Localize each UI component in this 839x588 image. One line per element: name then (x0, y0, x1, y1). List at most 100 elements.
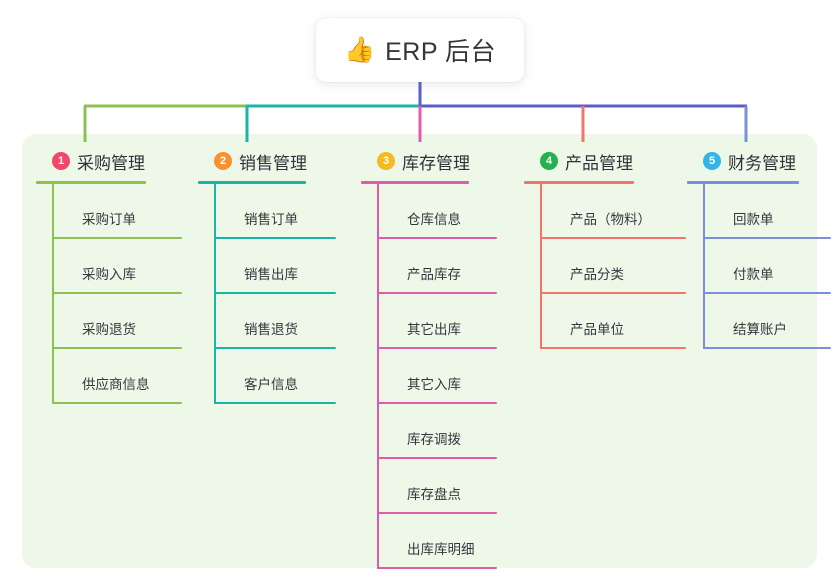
branch-item-underline (52, 292, 182, 294)
branch-item-list: 仓库信息产品库存其它出库其它入库库存调拨库存盘点出库库明细 (377, 184, 497, 569)
branch-item[interactable]: 其它入库 (377, 349, 497, 404)
branch-header-underline (524, 181, 634, 184)
branch-item-underline (52, 237, 182, 239)
branch-item-label: 销售出库 (244, 267, 298, 282)
branch-item[interactable]: 销售订单 (214, 184, 336, 239)
branch-item[interactable]: 付款单 (703, 239, 831, 294)
branch-item-list: 采购订单采购入库采购退货供应商信息 (52, 184, 182, 404)
branch-item-underline (377, 402, 497, 404)
branch-spine (377, 184, 379, 569)
branch-item-label: 回款单 (733, 212, 774, 227)
branch-header-label: 采购管理 (77, 153, 145, 173)
branch-column-5: 5 财务管理回款单付款单结算账户 (687, 144, 831, 349)
branch-column-1: 1 采购管理采购订单采购入库采购退货供应商信息 (36, 144, 182, 404)
branch-header-label: 财务管理 (728, 153, 796, 173)
root-node-label: ERP 后台 (385, 38, 497, 66)
branch-item[interactable]: 客户信息 (214, 349, 336, 404)
branch-item-underline (377, 347, 497, 349)
thumbs-up-icon: 👍 (343, 35, 376, 64)
branch-item-label: 销售订单 (244, 212, 298, 227)
branch-item-underline (214, 402, 336, 404)
branch-item[interactable]: 出库库明细 (377, 514, 497, 569)
branch-item[interactable]: 产品（物料） (540, 184, 686, 239)
branch-item-underline (703, 292, 831, 294)
branch-header-underline (36, 181, 146, 184)
branch-item-label: 产品分类 (570, 267, 624, 282)
branch-header-3[interactable]: 3 库存管理 (361, 144, 470, 178)
branch-column-4: 4 产品管理产品（物料） 产品分类产品单位 (524, 144, 686, 349)
branch-header-label: 产品管理 (565, 153, 633, 173)
branch-item[interactable]: 供应商信息 (52, 349, 182, 404)
branch-spine (540, 184, 542, 349)
branch-item-label: 采购订单 (82, 212, 136, 227)
branch-item-underline (377, 237, 497, 239)
branch-item[interactable]: 回款单 (703, 184, 831, 239)
branch-item-list: 产品（物料） 产品分类产品单位 (540, 184, 686, 349)
branch-number-badge: 3 (377, 152, 395, 170)
branch-item-label: 其它出库 (407, 322, 461, 337)
branch-item-label: 销售退货 (244, 322, 298, 337)
branch-item[interactable]: 产品分类 (540, 239, 686, 294)
branch-number-badge: 1 (52, 152, 70, 170)
branch-item-underline (52, 347, 182, 349)
branch-item-underline (52, 402, 182, 404)
branch-item-label: 采购入库 (82, 267, 136, 282)
branch-item-label: 付款单 (733, 267, 774, 282)
branch-item-underline (214, 347, 336, 349)
branch-item-label: 仓库信息 (407, 212, 461, 227)
branch-number-badge: 2 (214, 152, 232, 170)
branch-item-underline (377, 567, 497, 569)
branch-item-underline (540, 237, 686, 239)
branch-item-list: 销售订单销售出库销售退货客户信息 (214, 184, 336, 404)
branch-item[interactable]: 其它出库 (377, 294, 497, 349)
branch-header-5[interactable]: 5 财务管理 (687, 144, 799, 178)
branch-item[interactable]: 结算账户 (703, 294, 831, 349)
branch-item-underline (703, 237, 831, 239)
branch-spine (703, 184, 705, 349)
branch-item-underline (540, 347, 686, 349)
branch-number-badge: 5 (703, 152, 721, 170)
branch-item[interactable]: 库存盘点 (377, 459, 497, 514)
branch-number-badge: 4 (540, 152, 558, 170)
branch-item-label: 产品单位 (570, 322, 624, 337)
branch-item-underline (703, 347, 831, 349)
branch-item-label: 出库库明细 (407, 542, 475, 557)
branch-item-underline (214, 237, 336, 239)
branch-item-label: 产品库存 (407, 267, 461, 282)
branch-header-label: 库存管理 (402, 153, 470, 173)
branch-item-label: 其它入库 (407, 377, 461, 392)
branches-panel (22, 134, 817, 568)
branch-item-label: 供应商信息 (82, 377, 150, 392)
branch-header-1[interactable]: 1 采购管理 (36, 144, 146, 178)
branch-item-underline (377, 512, 497, 514)
branch-item-label: 结算账户 (733, 322, 787, 337)
root-node[interactable]: 👍 ERP 后台 (316, 18, 524, 82)
branch-item[interactable]: 采购入库 (52, 239, 182, 294)
branch-item-underline (377, 292, 497, 294)
branch-item[interactable]: 产品库存 (377, 239, 497, 294)
branch-item-label: 客户信息 (244, 377, 298, 392)
branch-item[interactable]: 仓库信息 (377, 184, 497, 239)
branch-item[interactable]: 销售出库 (214, 239, 336, 294)
branch-spine (52, 184, 54, 404)
branch-header-underline (198, 181, 306, 184)
branch-spine (214, 184, 216, 404)
branch-item-label: 库存调拨 (407, 432, 461, 447)
branch-item[interactable]: 销售退货 (214, 294, 336, 349)
branch-item[interactable]: 库存调拨 (377, 404, 497, 459)
branch-item-underline (540, 292, 686, 294)
branch-header-underline (687, 181, 799, 184)
branch-item-label: 采购退货 (82, 322, 136, 337)
branch-item-list: 回款单付款单结算账户 (703, 184, 831, 349)
branch-item-label: 库存盘点 (407, 487, 461, 502)
branch-header-underline (361, 181, 469, 184)
branch-item-underline (377, 457, 497, 459)
branch-item[interactable]: 采购退货 (52, 294, 182, 349)
branch-item-underline (214, 292, 336, 294)
branch-item[interactable]: 产品单位 (540, 294, 686, 349)
branch-header-4[interactable]: 4 产品管理 (524, 144, 634, 178)
branch-item[interactable]: 采购订单 (52, 184, 182, 239)
